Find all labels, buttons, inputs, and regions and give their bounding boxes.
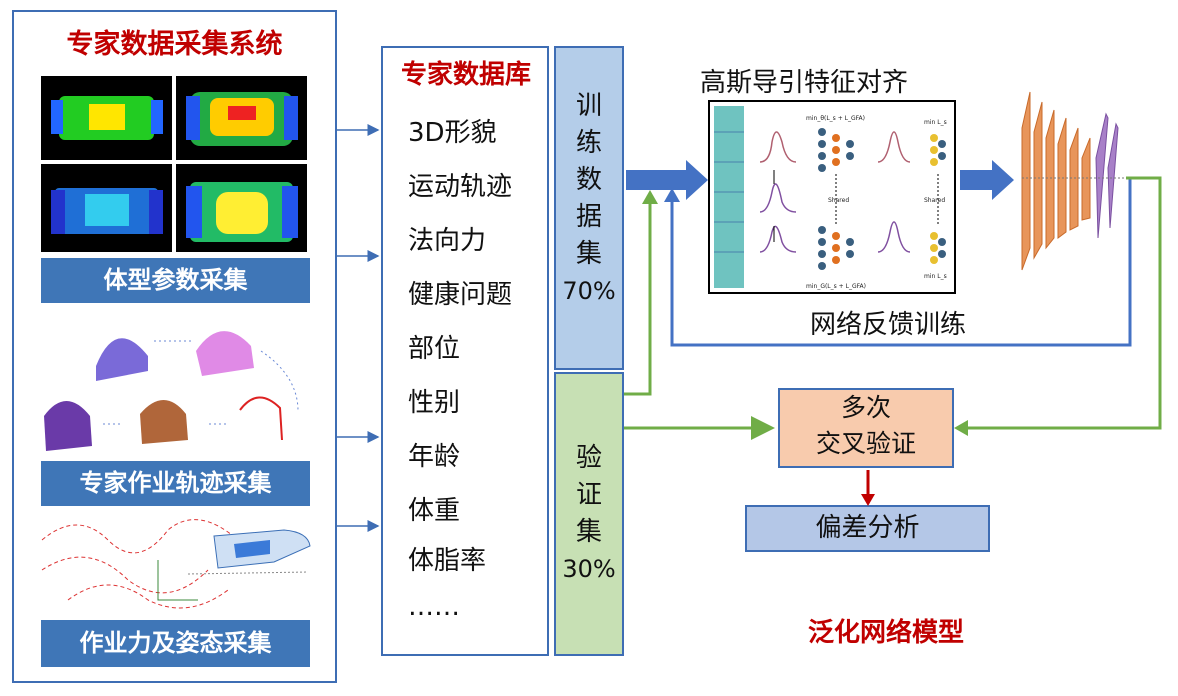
training-set-label: 训 练 数 据 集 70% [554, 88, 624, 310]
train-to-network-arrow [626, 160, 708, 200]
db-item-gender: 性别 [408, 388, 461, 418]
training-set-percent: 70% [562, 277, 616, 305]
force-posture-label: 作业力及姿态采集 [41, 620, 310, 667]
cross-validation-box: 多次 交叉验证 [778, 388, 954, 468]
expert-database-box [381, 46, 549, 656]
network-to-model-arrow [960, 160, 1014, 200]
trajectory-illustration [36, 316, 316, 456]
trajectory-label: 专家作业轨迹采集 [41, 461, 310, 506]
db-item-body-fat: 体脂率 [408, 546, 487, 576]
scan-image-4 [176, 164, 307, 252]
collection-title: 专家数据采集系统 [66, 29, 283, 60]
collection-panel [12, 10, 337, 683]
formula-bottom-right: min L_s [924, 273, 947, 280]
shared-right-label: Shared [924, 197, 945, 204]
validation-set-label: 验 证 集 30% [554, 440, 624, 588]
shared-left-label: Shared [828, 197, 849, 204]
bias-analysis-box: 偏差分析 [745, 505, 990, 552]
feedback-label: 网络反馈训练 [810, 310, 967, 340]
db-item-age: 年龄 [408, 442, 461, 472]
db-item-motion-trajectory: 运动轨迹 [408, 172, 513, 202]
formula-bottom-left: min_G(L_s + L_GFA) [806, 283, 866, 290]
db-item-health-issue: 健康问题 [408, 280, 513, 310]
training-set-box [554, 46, 624, 370]
db-item-weight: 体重 [408, 496, 461, 526]
db-item-body-part: 部位 [408, 334, 461, 364]
network-layers-graphic [1016, 88, 1128, 274]
network-title: 高斯导引特征对齐 [700, 68, 909, 98]
cross-validation-line1: 多次 [840, 393, 891, 422]
validation-set-percent: 30% [562, 555, 616, 583]
formula-top-right: min L_s [924, 119, 947, 126]
generalized-model-label: 泛化网络模型 [808, 618, 965, 648]
formula-top-left: min_θ(L_s + L_GFA) [806, 115, 865, 122]
validation-to-network-line [624, 198, 652, 396]
body-params-label: 体型参数采集 [41, 258, 310, 303]
validation-set-box [554, 372, 624, 656]
db-item-3d-shape: 3D形貌 [408, 118, 497, 148]
database-title: 专家数据库 [400, 60, 531, 90]
scan-image-1 [41, 76, 172, 160]
scan-image-2 [176, 76, 307, 160]
network-diagram: min_θ(L_s + L_GFA) min L_s min_G(L_s + L… [708, 100, 956, 294]
db-item-ellipsis: …… [408, 592, 460, 622]
scan-image-3 [41, 164, 172, 252]
cross-validation-line2: 交叉验证 [815, 429, 916, 458]
force-posture-illustration [38, 510, 314, 618]
db-item-normal-force: 法向力 [408, 226, 487, 256]
